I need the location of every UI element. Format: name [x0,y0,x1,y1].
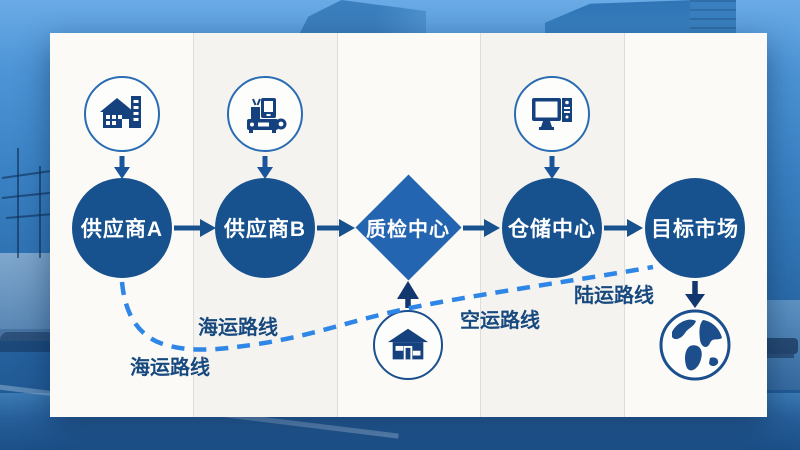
air-route-label: 空运路线 [460,310,540,332]
node-supplier-b: 供应商B [215,178,315,278]
computer-icon-circle [514,76,590,152]
node-warehouse-center: 仓储中心 [502,178,602,278]
house-icon [387,328,429,360]
land-route-label: 陆运路线 [574,285,654,307]
machine-icon-circle [227,76,303,152]
card-column-5 [623,33,768,417]
sea-route-label-lower: 海运路线 [130,357,210,379]
node-qc-center: 质检中心 [354,173,462,281]
background-building-top [298,0,426,37]
card-column-3 [336,33,481,417]
factory-icon-circle [84,76,160,152]
globe-icon-circle [658,308,732,382]
factory-icon [100,96,141,128]
node-supplier-a-label: 供应商A [80,218,164,241]
globe-icon [659,309,731,381]
house-icon-circle [373,310,443,380]
sea-route-label-upper: 海运路线 [198,317,278,339]
background-building-left [0,253,53,341]
background-skyscraper-right-2 [690,0,736,36]
node-target-market: 目标市场 [645,178,745,278]
machine-icon [247,98,287,133]
node-supplier-a: 供应商A [72,178,172,278]
computer-icon [532,98,572,130]
node-warehouse-center-label: 仓储中心 [508,218,596,241]
node-target-market-label: 目标市场 [651,218,739,241]
node-qc-center-label: 质检中心 [366,218,450,241]
node-supplier-b-label: 供应商B [223,218,307,241]
background-trees-left [0,332,55,352]
